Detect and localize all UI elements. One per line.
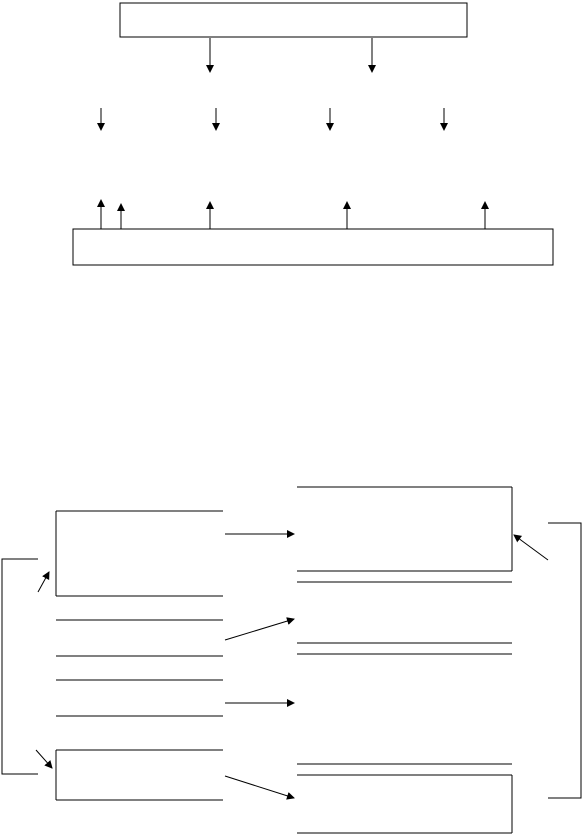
top-header-box — [119, 2, 468, 38]
top-diagram — [72, 2, 554, 266]
bottom-diagram — [1, 486, 582, 834]
connector-arrow-4 — [224, 775, 295, 800]
left-bracket-arrow-upper — [37, 571, 50, 593]
right-bracket-arrow — [513, 534, 549, 561]
right-bracket — [548, 522, 582, 799]
left-bracket-arrow-lower — [35, 749, 53, 769]
top-footer-box — [72, 228, 554, 266]
left-column — [55, 510, 223, 801]
right-column — [297, 486, 513, 834]
connector-arrow-2 — [224, 617, 295, 641]
left-bracket — [1, 558, 38, 775]
